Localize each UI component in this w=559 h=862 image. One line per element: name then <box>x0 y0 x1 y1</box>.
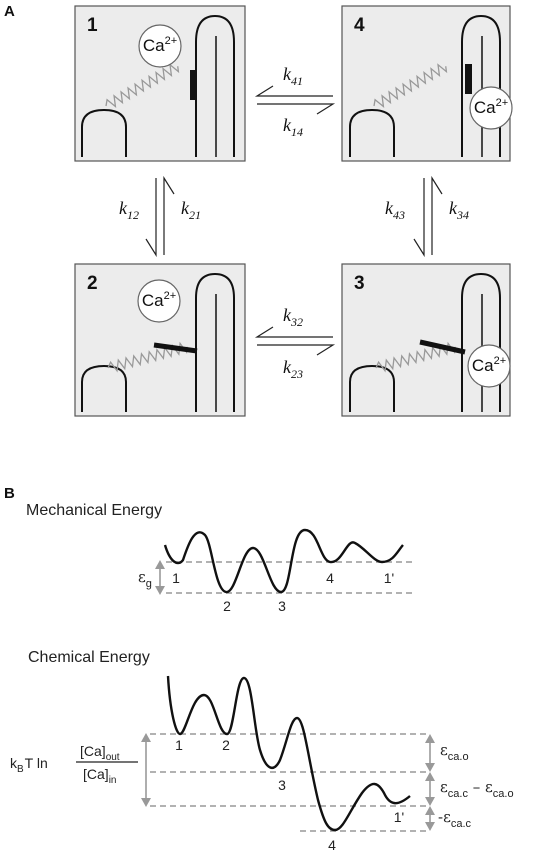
tall-stereocilium <box>195 272 235 412</box>
equilibrium-arrows-4-3 <box>413 175 443 258</box>
short-stereocilium <box>349 108 395 157</box>
short-stereocilium <box>81 364 127 412</box>
state-3-number: 3 <box>354 273 365 294</box>
equilibrium-arrows-1-4 <box>254 85 336 115</box>
concentration-numerator: [Ca]out <box>80 743 120 763</box>
epsilon-g-label: εg <box>138 568 152 590</box>
panel-a-label: A <box>4 3 15 20</box>
concentration-denominator: [Ca]in <box>83 766 116 786</box>
mechanical-well-3: 3 <box>278 598 286 614</box>
state-4-number: 4 <box>354 15 365 36</box>
calcium-ion-label: Ca2+ <box>474 97 508 117</box>
concentration-ratio-arrow <box>141 733 151 807</box>
panel-b-label: B <box>4 485 15 502</box>
epsilon-difference-arrow <box>425 772 435 806</box>
calcium-ion-label: Ca2+ <box>143 35 177 55</box>
mechanical-well-4: 4 <box>326 570 334 586</box>
arrow-k12 <box>145 178 157 258</box>
state-3-panel: 3 Ca2+ <box>341 263 511 417</box>
arrow-k14 <box>257 103 336 115</box>
chemical-energy-curve <box>166 675 411 832</box>
calcium-ion-circle <box>137 279 181 323</box>
epsilon-neg-ca-c-label: -εca.c <box>438 808 472 830</box>
state-1-number: 1 <box>87 15 98 36</box>
channel-gate <box>465 64 472 94</box>
channel-gate <box>153 342 198 354</box>
arrow-k34 <box>431 175 443 255</box>
channel-gate <box>419 339 466 355</box>
short-stereocilium <box>349 364 395 412</box>
rate-k12: k12 <box>119 198 139 222</box>
epsilon-ca-c-arrow <box>425 806 435 831</box>
rate-k21: k21 <box>181 198 201 222</box>
tall-stereocilium <box>461 14 501 157</box>
kbt-ln-prefix: kBT ln <box>10 755 48 775</box>
epsilon-g-arrow <box>155 560 165 595</box>
tall-stereocilium <box>195 14 235 157</box>
epsilon-difference-label: εca.c – εca.o <box>440 778 514 800</box>
arrow-k41 <box>254 85 333 97</box>
chemical-well-3: 3 <box>278 777 286 793</box>
calcium-ion-circle <box>467 344 511 388</box>
state-2-number: 2 <box>87 273 98 294</box>
state-1-panel: 1 Ca2+ <box>74 5 246 162</box>
equilibrium-arrows-1-2 <box>145 175 175 258</box>
mechanical-well-2: 2 <box>223 598 231 614</box>
mechanical-energy-title: Mechanical Energy <box>26 502 162 519</box>
rate-k43: k43 <box>385 198 405 222</box>
rate-k41: k41 <box>283 64 303 88</box>
channel-gate <box>190 70 197 100</box>
state-2-panel: 2 Ca2+ <box>74 263 246 417</box>
calcium-ion-label: Ca2+ <box>472 355 506 375</box>
epsilon-ca-o-arrow <box>425 734 435 772</box>
mechanical-well-1: 1 <box>172 570 180 586</box>
calcium-ion-circle <box>138 24 182 68</box>
rate-k23: k23 <box>283 357 303 381</box>
calcium-ion-label: Ca2+ <box>142 290 176 310</box>
mechanical-energy-curve <box>163 528 404 594</box>
epsilon-ca-o-label: εca.o <box>440 741 469 763</box>
equilibrium-arrows-3-2 <box>254 326 336 356</box>
arrow-k23 <box>257 344 336 356</box>
chemical-well-4: 4 <box>328 837 336 853</box>
chemical-energy-title: Chemical Energy <box>28 649 150 666</box>
rate-k34: k34 <box>449 198 469 222</box>
arrow-k21 <box>163 175 175 255</box>
chemical-well-2: 2 <box>222 737 230 753</box>
arrow-k32 <box>254 326 333 338</box>
state-3-box <box>341 263 511 417</box>
rate-k14: k14 <box>283 115 303 139</box>
mechanical-well-1-prime: 1' <box>384 570 394 586</box>
chemical-well-1-prime: 1' <box>394 809 404 825</box>
short-stereocilium <box>81 108 127 157</box>
calcium-ion-circle <box>469 86 513 130</box>
arrow-k43 <box>413 178 425 258</box>
tall-stereocilium <box>461 272 501 412</box>
state-4-panel: 4 Ca2+ <box>341 5 513 162</box>
rate-k32: k32 <box>283 305 303 329</box>
chemical-well-1: 1 <box>175 737 183 753</box>
